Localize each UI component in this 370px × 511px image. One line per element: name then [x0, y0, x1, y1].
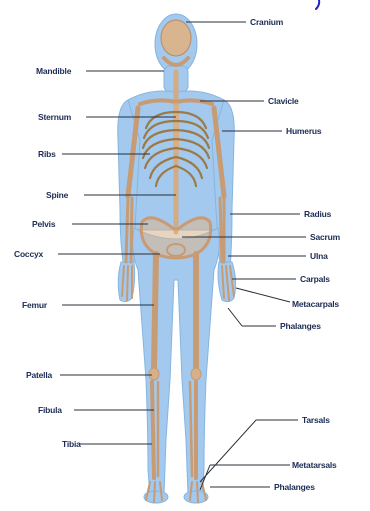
label-tibia: Tibia	[62, 439, 81, 449]
label-pelvis: Pelvis	[32, 219, 55, 229]
label-clavicle: Clavicle	[268, 96, 299, 106]
label-sternum: Sternum	[38, 112, 71, 122]
label-coccyx: Coccyx	[14, 249, 43, 259]
label-phalanges-foot: Phalanges	[274, 482, 315, 492]
label-humerus: Humerus	[286, 126, 321, 136]
label-radius: Radius	[304, 209, 331, 219]
label-metacarpals: Metacarpals	[292, 299, 339, 309]
label-phalanges-hand: Phalanges	[280, 321, 321, 331]
ink-mark	[314, 0, 322, 10]
label-ulna: Ulna	[310, 251, 328, 261]
label-cranium: Cranium	[250, 17, 283, 27]
label-sacrum: Sacrum	[310, 232, 340, 242]
label-femur: Femur	[22, 300, 47, 310]
label-ribs: Ribs	[38, 149, 56, 159]
label-mandible: Mandible	[36, 66, 71, 76]
label-tarsals: Tarsals	[302, 415, 330, 425]
label-carpals: Carpals	[300, 274, 330, 284]
label-spine: Spine	[46, 190, 68, 200]
label-metatarsals: Metatarsals	[292, 460, 337, 470]
label-fibula: Fibula	[38, 405, 62, 415]
label-patella: Patella	[26, 370, 52, 380]
